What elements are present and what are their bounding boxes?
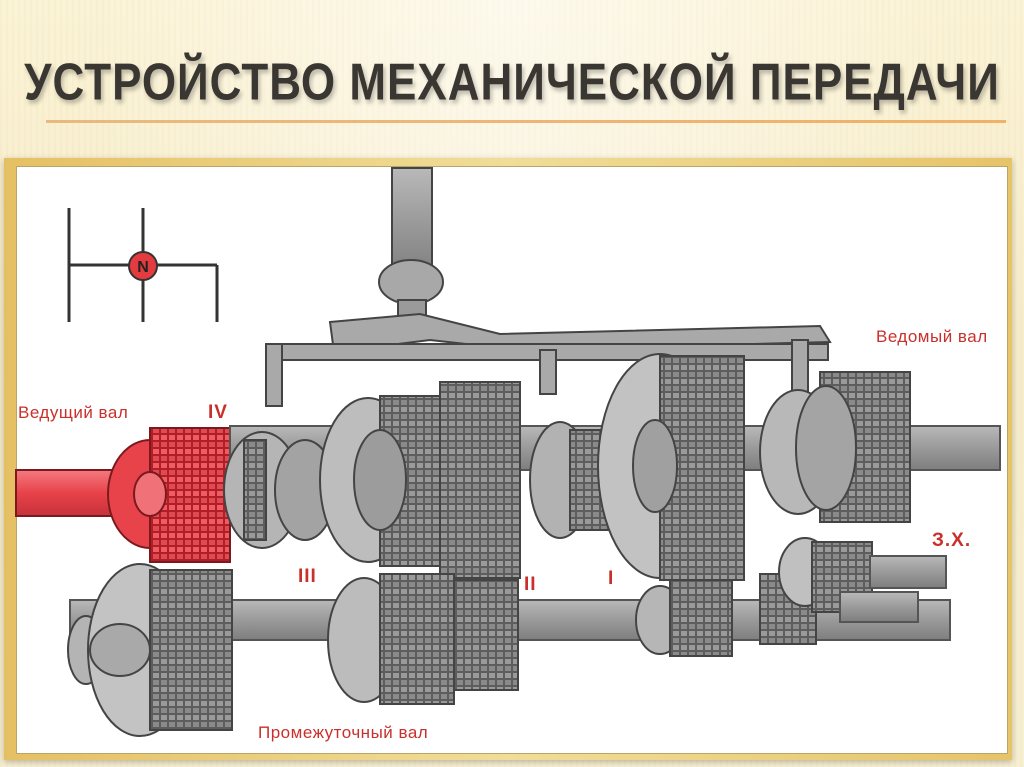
gear-i-label: I <box>608 568 615 589</box>
reverse-gear-label: З.Х. <box>932 530 972 551</box>
gear-iv-label: IV <box>208 402 228 423</box>
gear-i-driven <box>759 371 911 523</box>
title-container: УСТРОЙСТВО МЕХАНИЧЕСКОЙ ПЕРЕДАЧИ <box>0 54 1024 112</box>
counter-gear-ii <box>635 579 733 657</box>
gear-iii-label: III <box>298 566 317 587</box>
synchronizer-iv <box>223 431 336 549</box>
shift-lever <box>378 167 444 331</box>
gear-ii-driven <box>597 353 745 581</box>
gear-iii-driven <box>319 381 521 579</box>
counter-gear-drive <box>87 563 233 737</box>
slide-title: УСТРОЙСТВО МЕХАНИЧЕСКОЙ ПЕРЕДАЧИ <box>24 53 1000 112</box>
driving-shaft-label: Ведущий вал <box>18 403 129 422</box>
shift-fork-frame <box>265 312 832 407</box>
driving-shaft <box>15 427 231 563</box>
neutral-indicator-icon <box>128 251 158 281</box>
title-underline <box>46 120 1006 123</box>
gear-ii-label: II <box>524 574 537 595</box>
counter-gear-iii <box>327 573 519 705</box>
intermediate-shaft-label: Промежуточный вал <box>258 723 429 742</box>
neutral-symbol: N <box>137 259 149 276</box>
reverse-gears <box>759 537 947 645</box>
driven-shaft-label: Ведомый вал <box>876 327 988 346</box>
